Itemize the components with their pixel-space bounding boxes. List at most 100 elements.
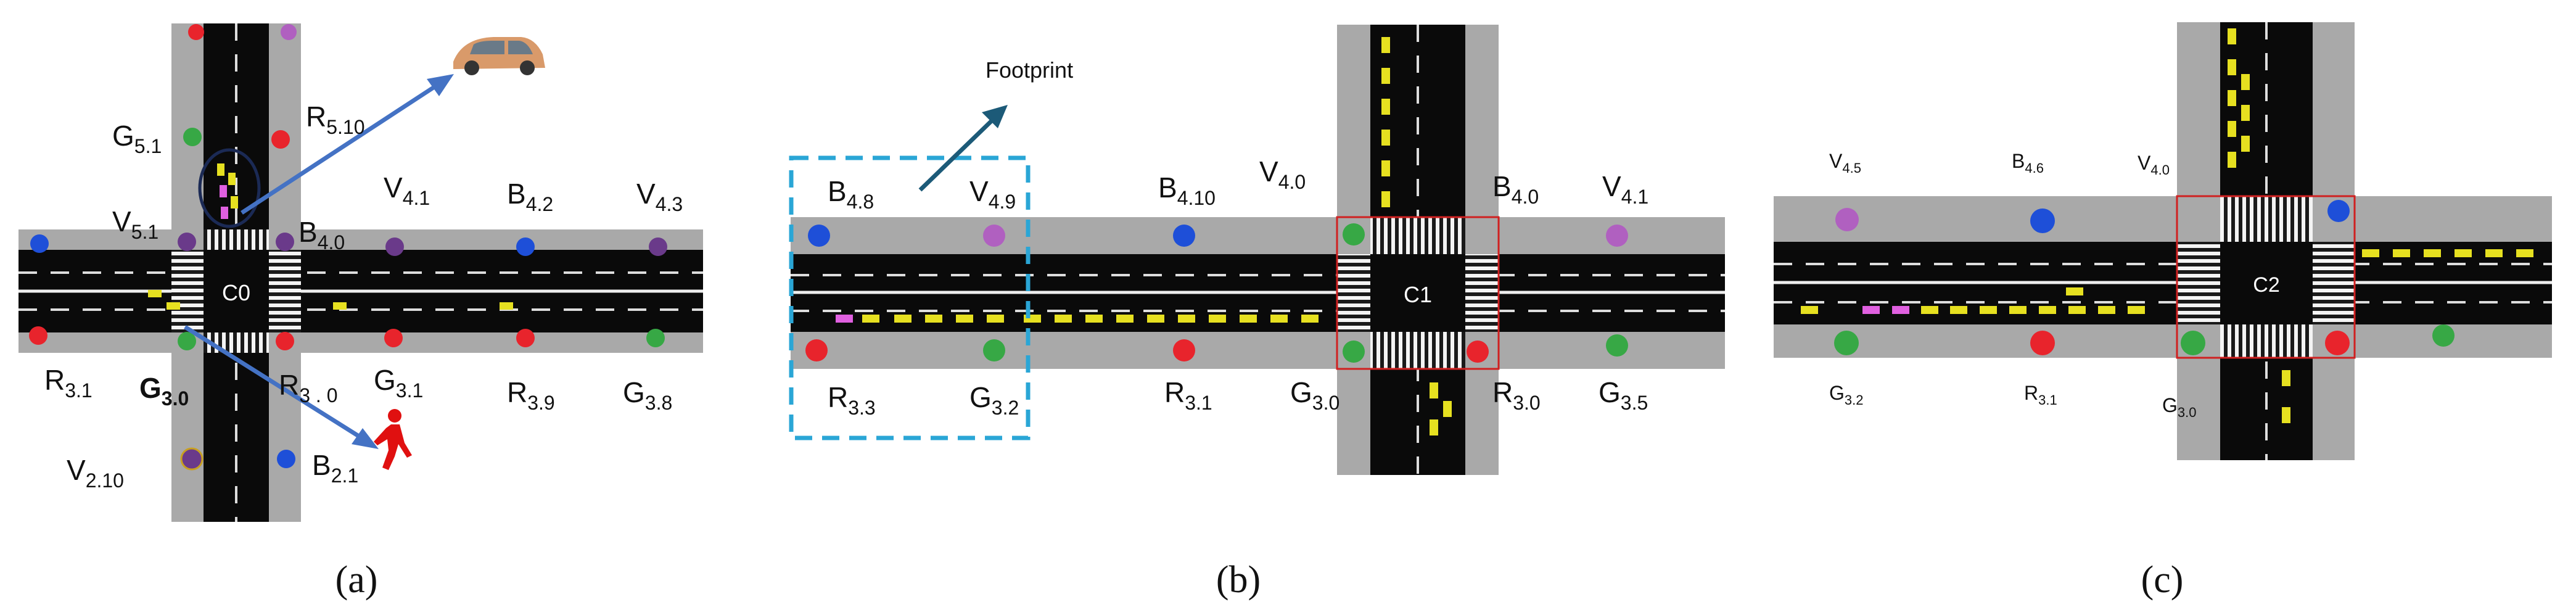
vehicle [2282, 370, 2290, 386]
vehicle [956, 315, 973, 323]
vehicle [2241, 105, 2250, 121]
red-sensor [516, 329, 535, 347]
red-sensor [2325, 331, 2350, 355]
vehicle [1381, 130, 1390, 146]
vehicle [1430, 382, 1438, 398]
vehicle [1240, 315, 1257, 323]
vehicle [2068, 306, 2086, 314]
vehicle [1381, 68, 1390, 84]
vehicle [2228, 90, 2236, 106]
vehicle [1921, 306, 1938, 314]
vehicle-row [836, 315, 1319, 323]
vehicle [2098, 306, 2115, 314]
vehicle [862, 315, 879, 323]
vehicle [1085, 315, 1103, 323]
crosswalk [2220, 324, 2313, 358]
vehicle [1116, 315, 1134, 323]
caption-b: (b) [1216, 559, 1261, 601]
label-v-4-1: V4.1 [384, 171, 430, 209]
blue-sensor [30, 234, 49, 253]
red-sensor [2030, 331, 2055, 355]
purple-sensor [178, 233, 196, 251]
vehicle [228, 173, 236, 185]
crosswalk [2177, 242, 2220, 324]
vehicle [2228, 59, 2236, 75]
label-b-2-1: B2.1 [312, 449, 358, 487]
blue-sensor [2030, 208, 2055, 233]
vehicle-column [1381, 37, 1452, 435]
green-sensor [1343, 341, 1365, 363]
vehicle [167, 302, 180, 310]
vehicle [2362, 249, 2379, 257]
crosswalk [1465, 254, 1499, 332]
vehicle [333, 302, 347, 310]
red-sensor [1467, 341, 1489, 363]
vehicle [894, 315, 911, 323]
vehicle-row [1801, 249, 2533, 314]
red-sensor [805, 339, 828, 361]
vehicle-group [217, 163, 238, 219]
intersection-c0 [204, 250, 269, 332]
green-sensor [1343, 223, 1365, 246]
label-r-3-0: R3 . 0 [279, 369, 338, 407]
vehicle [2455, 249, 2472, 257]
crosswalk [2220, 196, 2313, 242]
vehicle [2066, 287, 2083, 295]
vehicle [217, 163, 224, 176]
vehicle [2228, 28, 2236, 44]
crosswalk [1370, 332, 1465, 369]
vehicle [2516, 249, 2533, 257]
vehicle [925, 315, 942, 323]
vehicle [1178, 315, 1195, 323]
label-v-4-0: V4.0 [1259, 155, 1306, 193]
vehicle [2228, 121, 2236, 137]
arrow-head [352, 428, 379, 449]
green-sensor [1606, 334, 1628, 357]
intersection-label: C0 [222, 280, 250, 305]
caption-c: (c) [2141, 559, 2184, 601]
red-sensor [188, 24, 204, 40]
crosswalk [204, 332, 269, 353]
label-v-2-10: V2.10 [67, 454, 124, 492]
intersection-c1 [1370, 254, 1465, 332]
vehicle [1381, 99, 1390, 115]
vehicle [1430, 419, 1438, 435]
vehicle [836, 315, 853, 323]
intersection-label: C2 [2253, 273, 2279, 297]
vehicle [1892, 306, 1909, 314]
vehicle [2241, 74, 2250, 90]
green-sensor [646, 329, 665, 347]
arrow-to-car [241, 80, 444, 215]
violet-sensor [1606, 225, 1628, 247]
label-g-3-0: G3.0 [139, 372, 189, 410]
violet-sensor [983, 225, 1005, 247]
label-r-5-10: R5.10 [306, 101, 365, 138]
red-sensor [1173, 339, 1195, 361]
vehicle [2228, 152, 2236, 168]
vehicle [1381, 37, 1390, 53]
label-g-3-2: G3.2 [1829, 382, 1863, 408]
label-g-3-0: G3.0 [1290, 376, 1339, 414]
blue-sensor [516, 237, 535, 256]
green-sensor [2181, 331, 2205, 355]
label-r-3-0: R3.0 [1492, 376, 1541, 414]
intersection-border [1336, 216, 1500, 370]
green-sensor [183, 128, 202, 146]
vehicle [1147, 315, 1164, 323]
vehicle [1301, 315, 1319, 323]
footprint-arrow [918, 115, 997, 192]
label-v-4-9: V4.9 [969, 175, 1016, 213]
vehicle-highlight-circle [198, 148, 261, 228]
label-r-3-3: R3.3 [828, 381, 876, 419]
vehicle [1950, 306, 1967, 314]
vehicle [2128, 306, 2145, 314]
vehicle [231, 196, 238, 208]
label-r-3-1: R3.1 [1164, 376, 1212, 414]
intersection-border [2176, 195, 2356, 359]
crosswalk [1370, 217, 1465, 254]
label-b-4-10: B4.10 [1158, 171, 1216, 209]
crosswalk [204, 229, 269, 250]
vehicle [2241, 136, 2250, 152]
label-g-3-0: G3.0 [2162, 394, 2196, 420]
vehicle [2424, 249, 2441, 257]
